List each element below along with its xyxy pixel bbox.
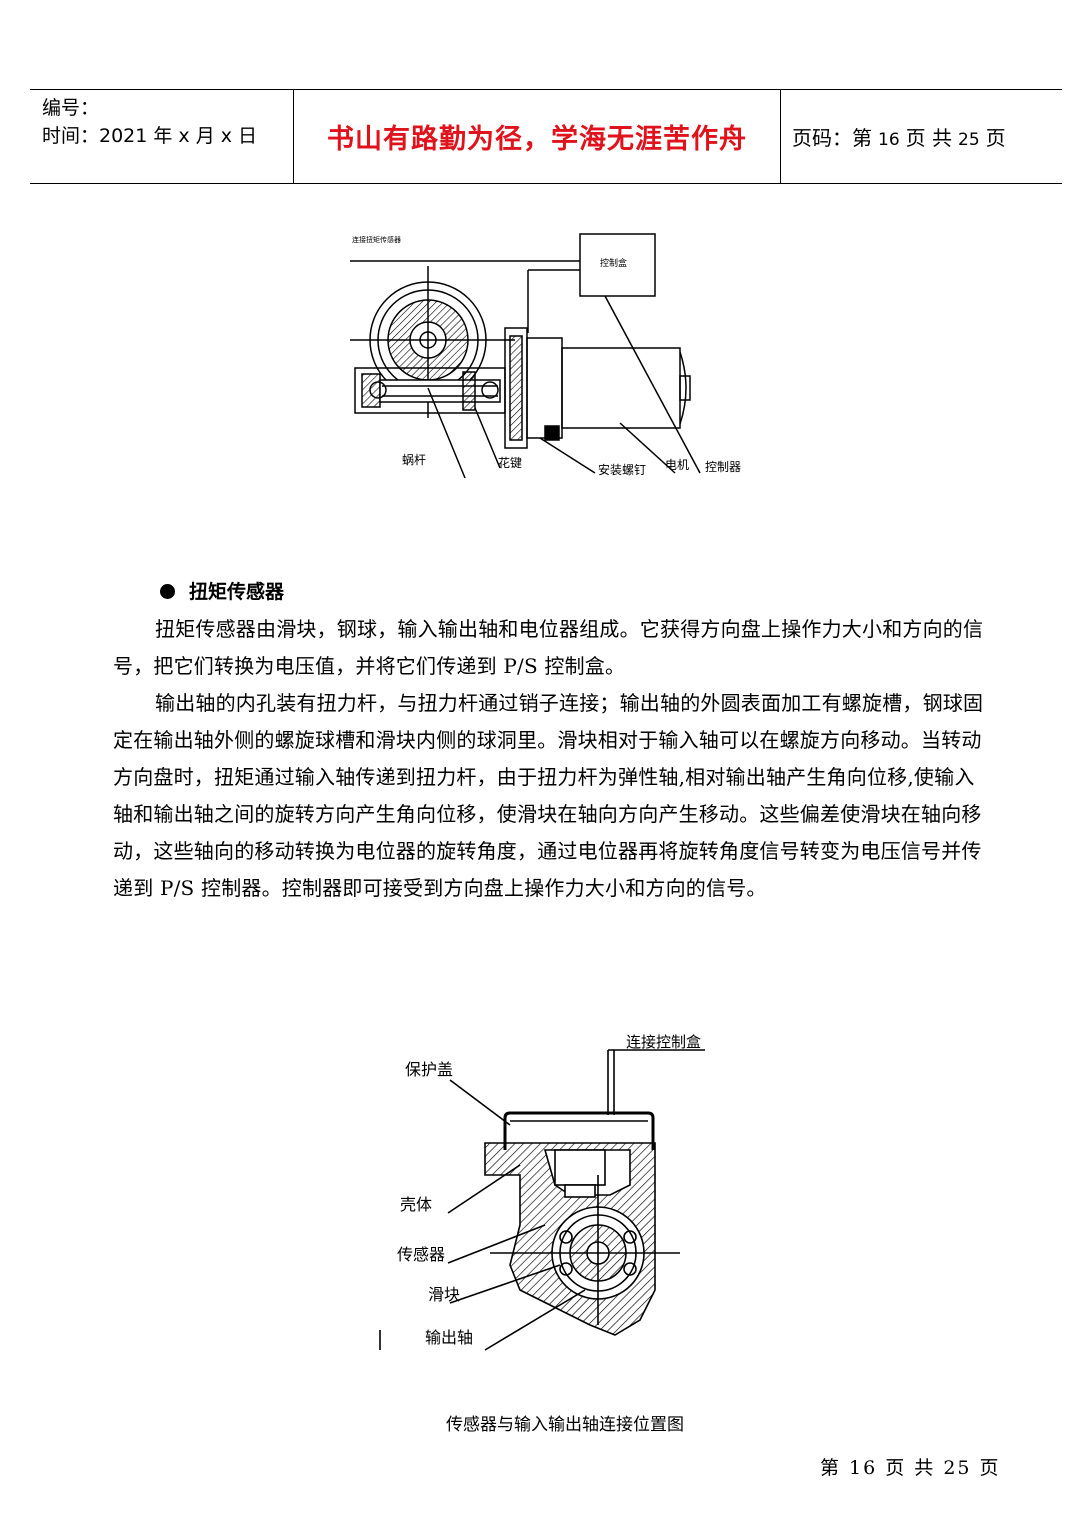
section-title: 扭矩传感器 (160, 577, 284, 604)
sensor-link-label: 连接扭矩传感器 (352, 235, 401, 244)
slider-label: 滑块 (428, 1285, 460, 1304)
page-suffix: 页 (985, 126, 1006, 150)
paragraph-1: 扭矩传感器由滑块，钢球，输入输出轴和电位器组成。它获得方向盘上操作力大小和方向的… (113, 617, 984, 678)
page-prefix: 页码：第 (792, 126, 872, 150)
connect-label: 连接控制盒 (626, 1033, 701, 1051)
date-label: 时间：2021 年 x 月 x 日 (42, 125, 258, 147)
figure-caption: 传感器与输入输出轴连接位置图 (446, 1415, 684, 1435)
motto-cell: 书山有路勤为径，学海无涯苦作舟 (293, 90, 781, 183)
page-footer: 第 16 页 共 25 页 (820, 1457, 1001, 1479)
bolt-label: 安装螺钉 (598, 462, 646, 477)
bullet-icon (160, 584, 175, 599)
page-current: 16 (878, 130, 900, 150)
housing-label: 壳体 (400, 1195, 432, 1214)
sensor-label: 传感器 (397, 1245, 445, 1264)
motor-label: 电机 (665, 458, 689, 472)
worm-label: 蜗杆 (402, 452, 426, 467)
control-box-label: 控制盒 (600, 257, 627, 269)
page-middle: 页 共 (905, 126, 952, 150)
motor-assembly-figure: 连接扭矩传感器 控制盒 蜗杆 花键 安装螺钉 电机 控制器 (350, 233, 741, 479)
sensor-section-figure: 连接控制盒 保护盖 壳体 传感器 滑块 输出轴 (379, 1033, 705, 1351)
cover-label: 保护盖 (405, 1060, 453, 1079)
page-total: 25 (958, 130, 980, 150)
motto-text: 书山有路勤为径，学海无涯苦作舟 (327, 124, 747, 155)
controller-label: 控制器 (705, 460, 741, 474)
page-header: 编号： 时间：2021 年 x 月 x 日 书山有路勤为径，学海无涯苦作舟 页码… (30, 89, 1062, 184)
output-shaft-label: 输出轴 (425, 1328, 473, 1347)
number-label: 编号： (42, 97, 100, 119)
spline-label: 花键 (498, 455, 522, 470)
paragraph-2: 输出轴的内孔装有扭力杆，与扭力杆通过销子连接；输出轴的外圆表面加工有螺旋槽，钢球… (113, 691, 984, 900)
header-info-cell: 编号： 时间：2021 年 x 月 x 日 (30, 90, 293, 183)
section-title-text: 扭矩传感器 (189, 581, 285, 603)
